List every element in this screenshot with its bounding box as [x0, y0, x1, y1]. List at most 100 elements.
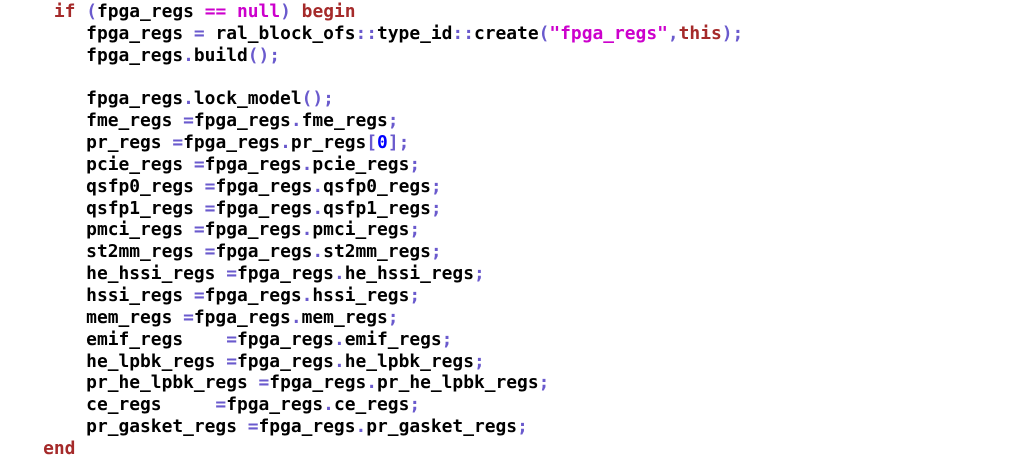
- code-line: he_hssi_regs =fpga_regs.he_hssi_regs;: [0, 263, 1015, 285]
- code-token-operator: =: [247, 416, 259, 438]
- code-token-plain: he_lpbk_regs: [344, 350, 474, 372]
- code-line: mem_regs =fpga_regs.mem_regs;: [0, 307, 1015, 329]
- code-token-keyword: end: [43, 437, 76, 459]
- code-token-operator: .: [366, 372, 378, 394]
- code-token-operator: =: [204, 175, 216, 197]
- code-token-plain: fpga_regs: [236, 263, 334, 285]
- code-line: [0, 67, 1015, 89]
- code-token-operator: ::: [355, 22, 378, 44]
- code-line: fpga_regs = ral_block_ofs::type_id::crea…: [0, 23, 1015, 45]
- code-line: he_lpbk_regs =fpga_regs.he_lpbk_regs;: [0, 351, 1015, 373]
- code-line: emif_regs =fpga_regs.emif_regs;: [0, 329, 1015, 351]
- code-token-operator: ;: [409, 284, 421, 306]
- code-token-plain: mem_regs: [301, 306, 388, 328]
- code-token-plain: hssi_regs: [312, 284, 410, 306]
- code-line: qsfp0_regs =fpga_regs.qsfp0_regs;: [0, 176, 1015, 198]
- code-token-operator: =: [193, 284, 205, 306]
- code-token-plain: ce_regs: [0, 394, 216, 416]
- code-token-plain: [291, 1, 302, 22]
- code-token-plain: fme_regs: [301, 110, 388, 132]
- code-line: fpga_regs.build();: [0, 45, 1015, 67]
- code-token-operator: .: [183, 88, 194, 110]
- code-token-plain: fpga_regs: [258, 416, 356, 438]
- code-token-plain: pr_regs: [0, 132, 173, 154]
- code-token-operator: ;: [409, 394, 421, 416]
- code-token-plain: ce_regs: [333, 394, 410, 416]
- code-token-operator: .: [312, 241, 324, 263]
- code-token-plain: type_id: [377, 22, 453, 44]
- code-token-operator: =: [204, 197, 216, 219]
- code-token-plain: [0, 1, 54, 22]
- code-token-plain: build: [193, 44, 248, 66]
- code-token-operator: ;: [409, 219, 421, 241]
- code-token-operator: .: [323, 394, 334, 416]
- code-token-operator: .: [290, 110, 302, 132]
- code-token-operator: ;: [430, 241, 442, 263]
- code-token-operator: .: [280, 132, 291, 154]
- code-token-plain: fpga_regs: [215, 241, 313, 263]
- code-token-plain: fpga_regs: [204, 284, 302, 306]
- code-token-operator: =: [193, 153, 205, 175]
- code-token-operator: =: [258, 372, 270, 394]
- code-token-keyword: begin: [301, 1, 356, 22]
- code-token-plain: hssi_regs: [0, 284, 194, 306]
- code-token-operator: [: [366, 132, 378, 154]
- code-token-operator: =: [226, 328, 237, 350]
- code-line: end: [0, 438, 1015, 460]
- code-token-plain: pr_gasket_regs: [0, 416, 248, 438]
- code-token-plain: fpga_regs: [204, 219, 302, 241]
- code-token-plain: pr_he_lpbk_regs: [377, 372, 539, 394]
- code-token-plain: pr_regs: [290, 132, 367, 154]
- code-token-plain: pmci_regs: [312, 219, 410, 241]
- code-line: pr_he_lpbk_regs =fpga_regs.pr_he_lpbk_re…: [0, 372, 1015, 394]
- code-token-operator: =: [204, 241, 216, 263]
- code-line: hssi_regs =fpga_regs.hssi_regs;: [0, 285, 1015, 307]
- code-token-operator: .: [312, 197, 324, 219]
- code-token-operator: (: [538, 22, 550, 44]
- code-token-plain: fpga_regs: [236, 328, 334, 350]
- code-token-plain: fpga_regs: [193, 110, 291, 132]
- code-token-plain: [0, 438, 43, 459]
- code-token-operator: ();: [301, 88, 334, 110]
- code-token-plain: st2mm_regs: [0, 241, 205, 263]
- code-line: pcie_regs =fpga_regs.pcie_regs;: [0, 154, 1015, 176]
- code-token-operator: ;: [387, 306, 399, 328]
- code-token-operator: ];: [387, 132, 410, 154]
- code-token-operator: =: [183, 306, 194, 328]
- code-line: st2mm_regs =fpga_regs.st2mm_regs;: [0, 241, 1015, 263]
- code-token-operator: ): [280, 1, 291, 22]
- code-token-plain: emif_regs: [0, 328, 227, 350]
- code-token-operator: .: [312, 175, 324, 197]
- code-token-keyword: if: [53, 1, 76, 22]
- code-token-plain: ral_block_ofs: [204, 22, 356, 44]
- code-token-plain: fpga_regs: [226, 394, 324, 416]
- code-token-plain: fpga_regs: [0, 22, 194, 44]
- code-token-plain: pr_he_lpbk_regs: [0, 372, 259, 394]
- code-token-plain: he_hssi_regs: [344, 263, 474, 285]
- code-token-operator: .: [333, 350, 345, 372]
- code-token-number: 0: [377, 132, 388, 154]
- code-token-operator: .: [183, 44, 194, 66]
- code-token-plain: [226, 1, 237, 22]
- code-token-operator: ;: [441, 328, 453, 350]
- code-token-operator: =: [226, 350, 237, 372]
- code-token-operator: ::: [452, 22, 474, 44]
- code-token-operator: ;: [430, 175, 442, 197]
- code-line: pmci_regs =fpga_regs.pmci_regs;: [0, 219, 1015, 241]
- code-token-operator: .: [333, 263, 345, 285]
- code-line: pr_gasket_regs =fpga_regs.pr_gasket_regs…: [0, 416, 1015, 438]
- code-token-operator: ,: [667, 22, 679, 44]
- code-token-operator: =: [193, 219, 205, 241]
- code-token-operator: ;: [473, 263, 485, 285]
- code-token-plain: fpga_regs: [0, 88, 184, 110]
- code-token-operator: =: [193, 22, 205, 44]
- code-token-plain: qsfp1_regs: [323, 197, 431, 219]
- code-token-plain: emif_regs: [344, 328, 442, 350]
- code-token-plain: pcie_regs: [312, 153, 410, 175]
- code-token-operator: .: [301, 219, 313, 241]
- code-line: ce_regs =fpga_regs.ce_regs;: [0, 394, 1015, 416]
- code-token-plain: fme_regs: [0, 110, 184, 132]
- code-token-operator: ;: [430, 197, 442, 219]
